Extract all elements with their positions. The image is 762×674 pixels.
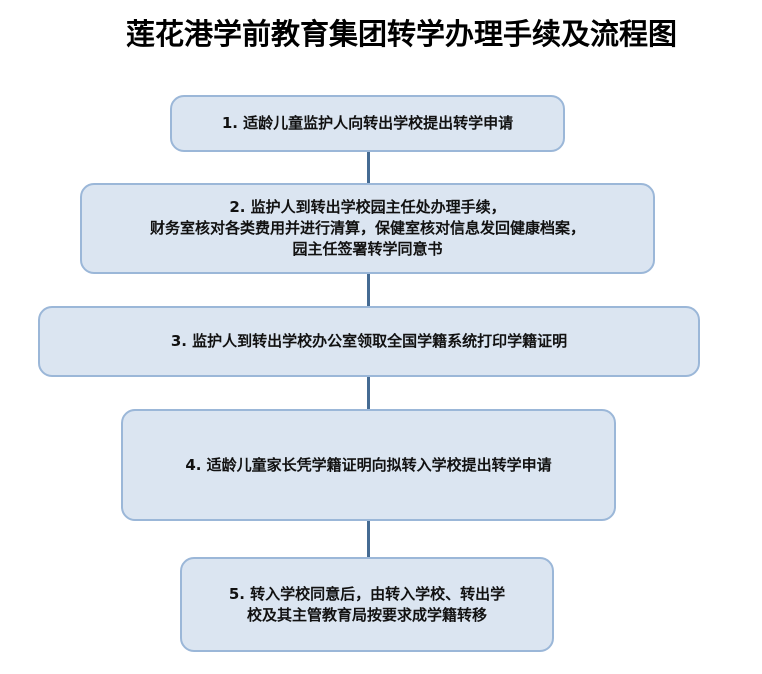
connector-line-4-5 [367, 521, 370, 557]
flow-step-3: 3. 监护人到转出学校办公室领取全国学籍系统打印学籍证明 [38, 306, 700, 377]
connector-line-1-2 [367, 152, 370, 183]
flow-step-2: 2. 监护人到转出学校园主任处办理手续， 财务室核对各类费用并进行清算，保健室核… [80, 183, 655, 274]
flow-step-4: 4. 适龄儿童家长凭学籍证明向拟转入学校提出转学申请 [121, 409, 616, 521]
page-title: 莲花港学前教育集团转学办理手续及流程图 [126, 17, 678, 51]
connector-line-2-3 [367, 274, 370, 306]
flow-step-1: 1. 适龄儿童监护人向转出学校提出转学申请 [170, 95, 565, 152]
connector-line-3-4 [367, 377, 370, 409]
flow-step-5: 5. 转入学校同意后，由转入学校、转出学 校及其主管教育局按要求成学籍转移 [180, 557, 554, 652]
